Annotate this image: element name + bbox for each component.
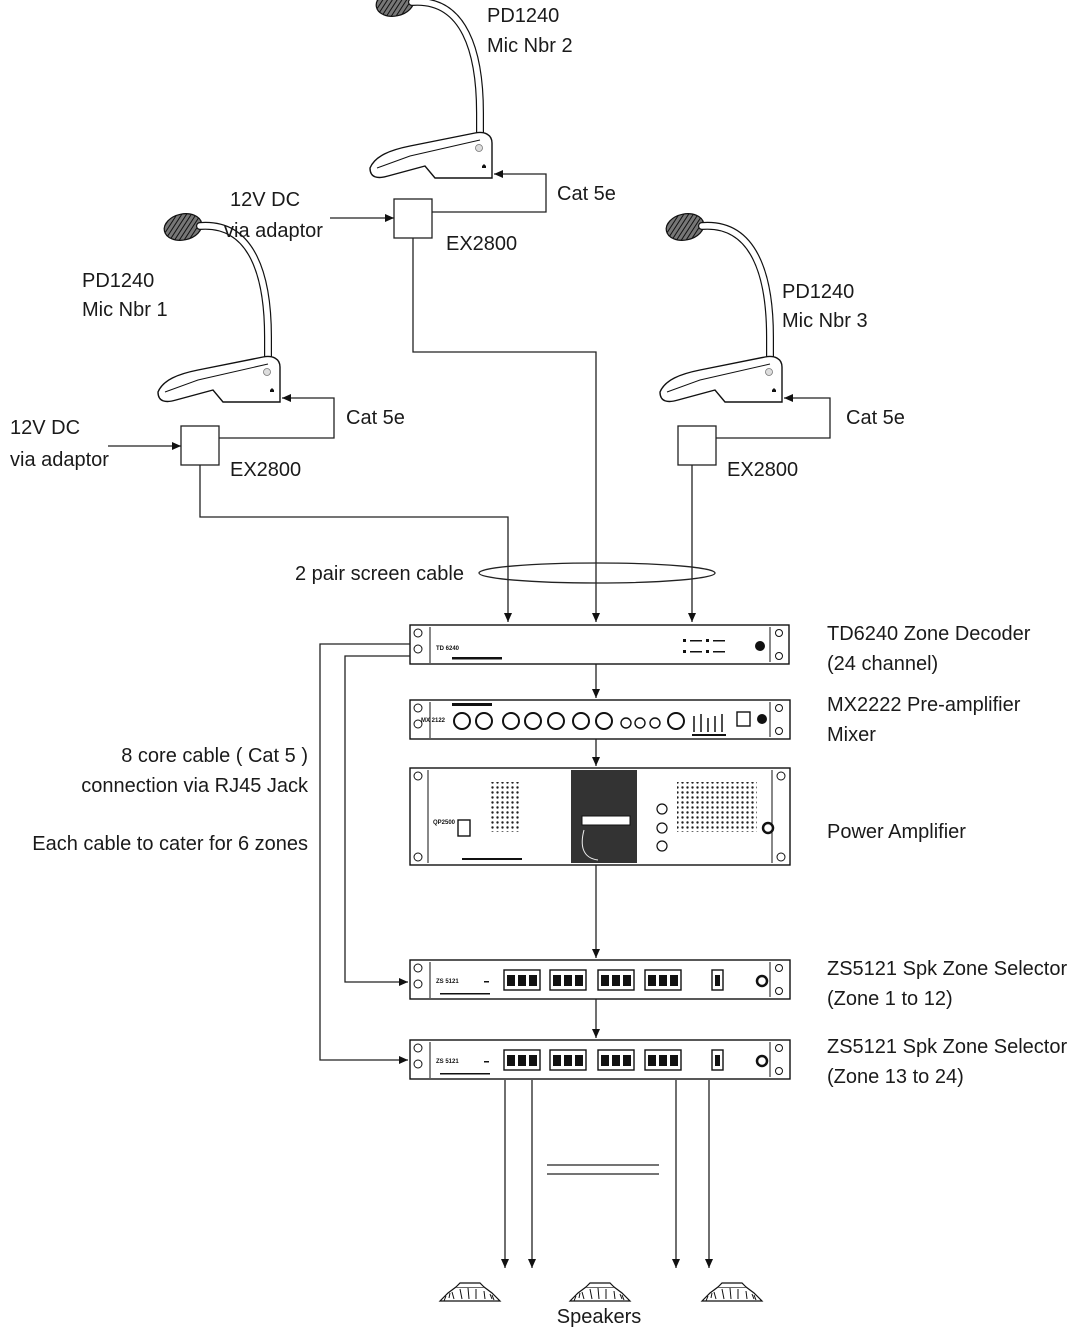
mic-3-name: Mic Nbr 3 bbox=[782, 310, 868, 332]
mic-3-model: PD1240 bbox=[782, 281, 854, 303]
mic-1-line bbox=[199, 465, 512, 622]
selector-1-label-1: ZS5121 Spk Zone Selector bbox=[827, 958, 1067, 980]
selector-1-unit: ZS 5121 bbox=[409, 959, 791, 1000]
mic-2-name: Mic Nbr 2 bbox=[487, 35, 573, 57]
mic-1-name: Mic Nbr 1 bbox=[82, 299, 168, 321]
mic-2-model: PD1240 bbox=[487, 5, 559, 27]
amplifier-label: Power Amplifier bbox=[827, 821, 966, 843]
power-label-1: 12V DC bbox=[230, 189, 300, 211]
selector-1-label-2: (Zone 1 to 12) bbox=[827, 988, 953, 1010]
cat5e-link bbox=[219, 394, 335, 439]
bundle-ellipse bbox=[478, 562, 716, 584]
decoder-unit: TD 6240 bbox=[409, 624, 790, 665]
cat5e-label: Cat 5e bbox=[346, 407, 405, 429]
extender-box bbox=[393, 198, 433, 239]
cat5e-link bbox=[716, 394, 831, 439]
extender-3: Cat 5e EX2800 bbox=[677, 394, 905, 481]
power-label-1: 12V DC bbox=[10, 417, 80, 439]
power-label-2: via adaptor bbox=[10, 449, 109, 471]
cable-note-3: Each cable to cater for 6 zones bbox=[32, 833, 308, 855]
extender-box bbox=[677, 425, 717, 466]
decoder-label-1: TD6240 Zone Decoder bbox=[827, 623, 1031, 645]
mixer-label-1: MX2222 Pre-amplifier bbox=[827, 694, 1021, 716]
cat5e-label: Cat 5e bbox=[846, 407, 905, 429]
extender-box bbox=[180, 425, 220, 466]
knob-icon bbox=[755, 641, 765, 651]
cable-note-2: connection via RJ45 Jack bbox=[81, 775, 309, 797]
speakers-label: Speakers bbox=[557, 1306, 642, 1328]
extender-label: EX2800 bbox=[727, 459, 798, 481]
panel-label: ZS 5121 bbox=[436, 1059, 459, 1065]
speaker-icon bbox=[439, 1282, 501, 1302]
mic-3: PD1240 Mic Nbr 3 bbox=[660, 210, 868, 402]
mixer-label-2: Mixer bbox=[827, 724, 876, 746]
microphone-icon bbox=[660, 210, 782, 402]
extender-1: Cat 5e EX2800 12V DC via adaptor bbox=[10, 394, 405, 481]
panel-label: MX 2122 bbox=[421, 718, 446, 724]
extender-label: EX2800 bbox=[230, 459, 301, 481]
microphone-icon bbox=[370, 0, 492, 178]
power-label-2: via adaptor bbox=[224, 220, 323, 242]
decoder-label-2: (24 channel) bbox=[827, 653, 938, 675]
cat5e-link bbox=[432, 170, 547, 213]
selector-2-label-2: (Zone 13 to 24) bbox=[827, 1066, 964, 1088]
vent-grille bbox=[677, 782, 757, 832]
mic-2-line bbox=[412, 238, 600, 622]
panel-label: TD 6240 bbox=[436, 646, 460, 652]
mic-2: PD1240 Mic Nbr 2 bbox=[370, 0, 573, 178]
cat5e-label: Cat 5e bbox=[557, 183, 616, 205]
mixer-unit: MX 2122 bbox=[409, 699, 791, 740]
speaker-icon bbox=[569, 1282, 631, 1302]
extender-label: EX2800 bbox=[446, 233, 517, 255]
mic-1: PD1240 Mic Nbr 1 bbox=[82, 210, 280, 402]
extender-2: Cat 5e EX2800 12V DC via adaptor bbox=[224, 170, 616, 255]
selector-2-label-1: ZS5121 Spk Zone Selector bbox=[827, 1036, 1067, 1058]
mic-1-model: PD1240 bbox=[82, 270, 154, 292]
cable-note-1: 8 core cable ( Cat 5 ) bbox=[121, 745, 308, 767]
bundle-label: 2 pair screen cable bbox=[295, 563, 464, 585]
knob-row bbox=[453, 712, 685, 730]
panel-label: ZS 5121 bbox=[436, 979, 459, 985]
panel-label: QP2500 bbox=[433, 820, 456, 826]
speaker-icon bbox=[701, 1282, 763, 1302]
cat5-cable-zones-13-24 bbox=[319, 643, 410, 1064]
selector-2-unit: ZS 5121 bbox=[409, 1039, 791, 1080]
cat5-cable-zones-1-12 bbox=[344, 655, 410, 986]
amplifier-unit: QP2500 bbox=[409, 767, 791, 866]
vent-grille bbox=[491, 782, 521, 832]
